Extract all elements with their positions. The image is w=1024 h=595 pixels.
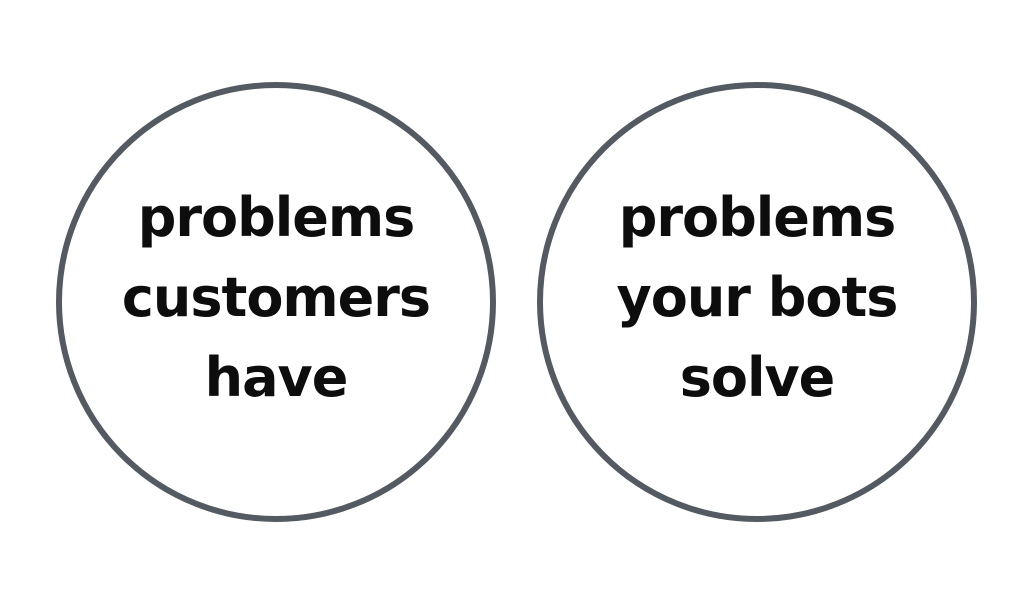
label-line: your bots xyxy=(616,266,899,329)
label-line: customers xyxy=(121,266,431,329)
customer-problems-label: problems customers have xyxy=(121,178,431,418)
label-line: solve xyxy=(679,346,836,409)
bot-problems-circle: problems your bots solve xyxy=(537,82,977,522)
bot-problems-label: problems your bots solve xyxy=(616,178,899,418)
label-line: problems xyxy=(137,186,416,249)
label-line: have xyxy=(204,346,349,409)
label-line: problems xyxy=(618,186,897,249)
customer-problems-circle: problems customers have xyxy=(56,82,496,522)
